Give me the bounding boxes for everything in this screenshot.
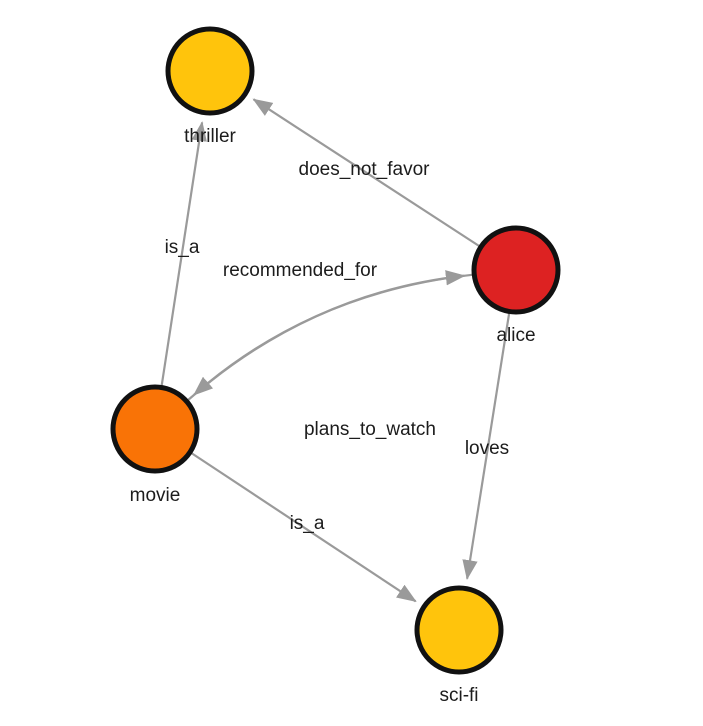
node-label-alice: alice xyxy=(496,325,535,346)
node-sci-fi[interactable] xyxy=(414,585,504,675)
edge-movie-to-alice[interactable] xyxy=(187,270,466,401)
edges-layer xyxy=(160,98,511,603)
edge-label-plans_to_watch: plans_to_watch xyxy=(304,419,436,440)
edge-label-is_a: is_a xyxy=(165,237,200,258)
node-alice[interactable] xyxy=(471,225,561,315)
edge-label-loves: loves xyxy=(465,438,509,459)
edge-labels-layer: does_not_favor is_a recommended_for plans_t… xyxy=(165,159,510,534)
edge-label-does_not_favor: does_not_favor xyxy=(299,159,431,180)
node-thriller[interactable] xyxy=(165,26,255,116)
node-label-movie: movie xyxy=(130,485,181,506)
nodes-layer xyxy=(110,26,561,675)
node-label-thriller: thriller xyxy=(184,126,236,147)
node-label-sci-fi: sci-fi xyxy=(439,685,478,706)
node-labels-layer: thriller alice movie sci-fi xyxy=(130,126,536,706)
edge-label-is_a: is_a xyxy=(290,513,325,534)
edge-movie-to-thriller[interactable] xyxy=(160,121,207,386)
edge-label-recommended_for: recommended_for xyxy=(223,260,378,281)
edge-alice-to-movie[interactable] xyxy=(193,273,473,396)
edge-alice-to-sci-fi[interactable] xyxy=(462,313,511,580)
edge-movie-to-sci-fi[interactable] xyxy=(191,452,417,603)
edge-alice-to-thriller[interactable] xyxy=(252,98,480,247)
node-movie[interactable] xyxy=(110,384,200,474)
